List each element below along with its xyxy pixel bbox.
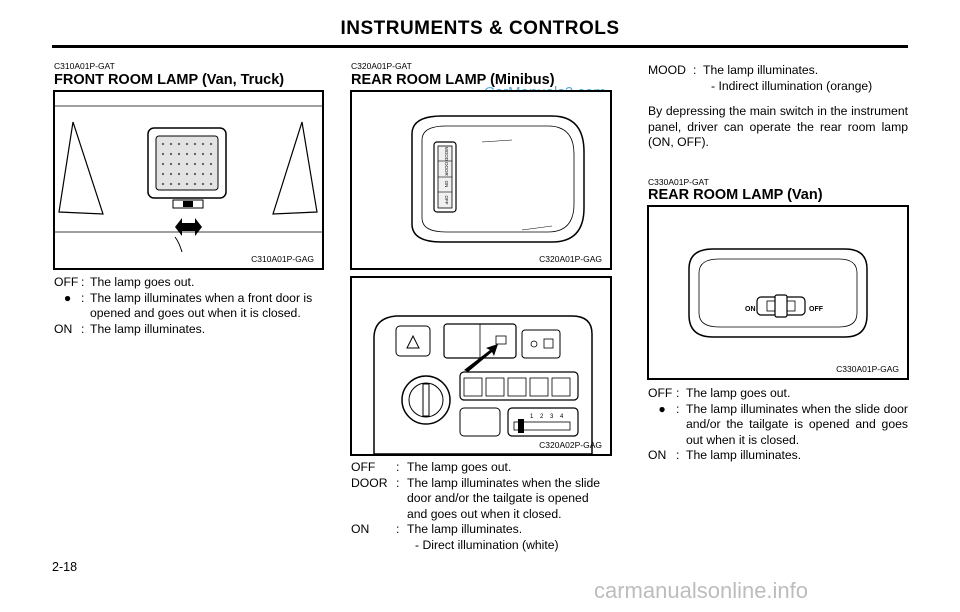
list-item: ON : The lamp illuminates. — [54, 322, 322, 338]
item-subtext: - Indirect illumination (orange) — [711, 78, 873, 93]
minibus-figure2-caption: C320A02P-GAG — [539, 440, 602, 450]
list-item: OFF : The lamp goes out. — [54, 275, 322, 291]
item-key: ON — [351, 522, 370, 536]
item-text: The lamp goes out. — [686, 386, 791, 400]
item-text: The lamp illuminates. — [686, 448, 802, 462]
van-items-list: OFF : The lamp goes out. ● : The lamp il… — [648, 386, 908, 464]
minibus-section-code: C320A01P-GAT — [351, 61, 412, 71]
van-switch-on: ON — [745, 306, 756, 313]
minibus-switch-mood: MOOD — [444, 147, 449, 162]
list-item: ON : The lamp illuminates. — [648, 448, 908, 464]
minibus-figure1-caption: C320A01P-GAG — [539, 254, 602, 264]
item-text: The lamp illuminates. — [407, 522, 523, 536]
minibus-section-title: REAR ROOM LAMP (Minibus) — [351, 72, 555, 88]
item-text: The lamp illuminates when the slide door… — [407, 475, 601, 521]
item-key: MOOD — [648, 63, 686, 77]
list-item: ● : The lamp illuminates when a front do… — [54, 291, 322, 322]
item-text: The lamp illuminates. — [703, 63, 819, 77]
minibus-switch-off: OFF — [444, 196, 449, 205]
dash-panel-illustration: 1 2 3 4 — [373, 315, 593, 455]
panel-number-1: 1 — [530, 414, 534, 420]
van-section-title: REAR ROOM LAMP (Van) — [648, 187, 823, 203]
mood-paragraph: By depressing the main switch in the ins… — [648, 104, 908, 149]
van-figure-caption: C330A01P-GAG — [836, 364, 899, 374]
item-text: The lamp goes out. — [407, 460, 512, 474]
header-rule — [52, 45, 908, 48]
minibus-items-list: OFF : The lamp goes out. DOOR : The lamp… — [351, 460, 609, 553]
list-item: OFF : The lamp goes out. — [351, 460, 609, 476]
item-key: OFF — [648, 386, 673, 400]
minibus-dash-panel-figure: 1 2 3 4 C320A02P-GAG — [350, 276, 612, 456]
item-key: DOOR — [351, 475, 388, 490]
minibus-lamp-figure: MOOD DOOR ON OFF C320A01P-GAG — [350, 90, 612, 270]
item-text: The lamp illuminates when the slide door… — [686, 401, 908, 447]
panel-number-3: 3 — [550, 414, 554, 420]
van-section-code: C330A01P-GAT — [648, 177, 709, 187]
list-item: ON : The lamp illuminates. - Direct illu… — [351, 522, 609, 553]
item-key: ON — [648, 448, 667, 462]
item-key: OFF — [54, 275, 79, 289]
front-section-title: FRONT ROOM LAMP (Van, Truck) — [54, 72, 285, 88]
van-lamp-figure: ON OFF C330A01P-GAG — [647, 205, 909, 380]
item-subtext: - Direct illumination (white) — [415, 537, 559, 552]
front-figure-caption: C310A01P-GAG — [251, 254, 314, 264]
panel-number-4: 4 — [560, 414, 564, 420]
footer-site-watermark: carmanualsonline.info — [594, 578, 809, 603]
minibus-switch-door: DOOR — [444, 162, 449, 176]
panel-number-2: 2 — [540, 414, 544, 420]
list-item: DOOR : The lamp illuminates when the sli… — [351, 476, 609, 523]
minibus-switch-on: ON — [444, 181, 449, 188]
arrow-icon — [464, 344, 498, 372]
van-switch-off: OFF — [809, 306, 824, 313]
item-text: The lamp goes out. — [90, 275, 195, 289]
page-header-title: INSTRUMENTS & CONTROLS — [340, 18, 620, 39]
list-item: ● : The lamp illuminates when the slide … — [648, 402, 908, 449]
van-lamp-illustration: ON OFF — [688, 248, 868, 338]
item-text: The lamp illuminates when a front door i… — [90, 290, 313, 321]
minibus-lamp-illustration: MOOD DOOR ON OFF — [411, 115, 585, 243]
front-lamp-illustration — [55, 105, 322, 253]
item-key: ● — [63, 290, 72, 305]
mood-item: MOOD : The lamp illuminates. - Indirect … — [648, 63, 910, 94]
front-room-lamp-figure: C310A01P-GAG — [53, 90, 324, 270]
list-item: OFF : The lamp goes out. — [648, 386, 908, 402]
front-section-code: C310A01P-GAT — [54, 61, 115, 71]
item-text: The lamp illuminates. — [90, 321, 206, 336]
item-key: OFF — [351, 460, 376, 474]
item-key: ● — [658, 401, 666, 416]
item-key: ON — [54, 321, 73, 336]
front-items-list: OFF : The lamp goes out. ● : The lamp il… — [54, 275, 322, 337]
page-number: 2-18 — [52, 560, 78, 574]
